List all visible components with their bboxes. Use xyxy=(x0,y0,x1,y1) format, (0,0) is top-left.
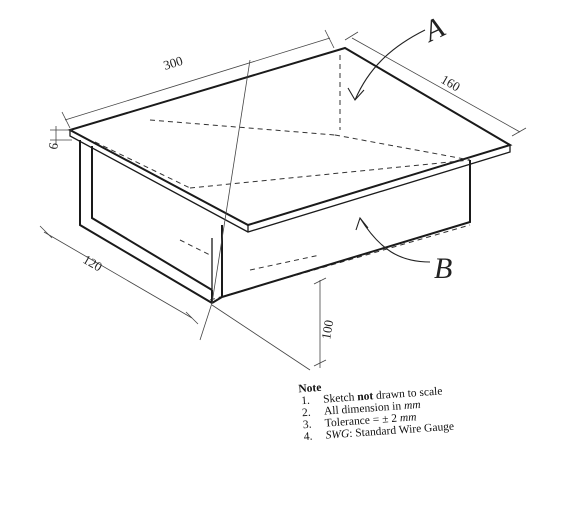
note-item-number: 4. xyxy=(303,430,313,444)
note-item-unit: mm xyxy=(403,398,422,413)
side-panel-b xyxy=(211,160,471,298)
dim-thickness-6: 6 xyxy=(45,126,72,151)
dim-height-label: 100 xyxy=(318,319,336,341)
hidden-edges xyxy=(94,55,471,301)
dim-length-label: 300 xyxy=(161,53,184,73)
top-plate xyxy=(67,46,513,233)
dim-width-label: 160 xyxy=(439,72,463,95)
callout-a-label: A xyxy=(417,10,450,49)
callout-b-label: B xyxy=(434,252,452,285)
dim-side-120: 120 xyxy=(39,225,199,325)
dim-thickness-label: 6 xyxy=(45,141,61,150)
dim-length-300: 300 xyxy=(61,29,335,129)
callout-a: A xyxy=(347,10,450,101)
note-item-unit: SWG xyxy=(325,428,350,442)
dim-width-160: 160 xyxy=(344,31,527,137)
callout-b: B xyxy=(355,216,452,285)
left-side-panel xyxy=(79,140,223,304)
dim-height-100: 100 xyxy=(211,277,336,371)
construction-lines xyxy=(199,59,251,341)
